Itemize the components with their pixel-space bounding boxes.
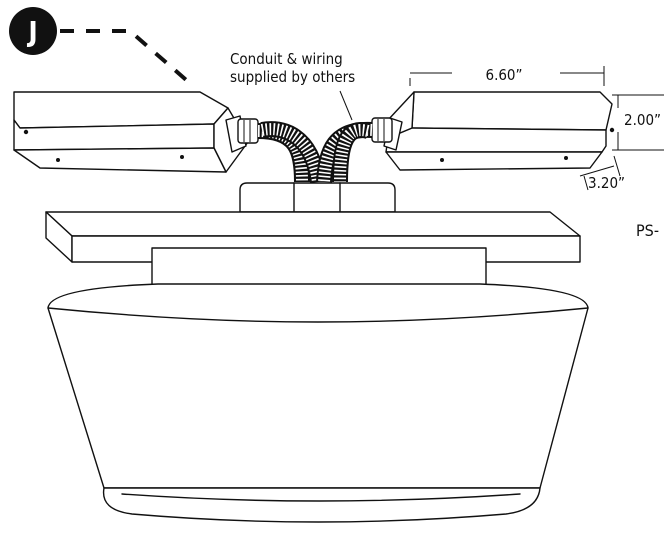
badge-circle <box>9 7 57 55</box>
callout-leader-line <box>60 29 194 87</box>
right-box-top <box>411 91 613 131</box>
junction-box <box>239 182 396 213</box>
right-box-front <box>385 127 607 153</box>
right-box-screw <box>609 127 615 133</box>
callout-badge: J <box>9 7 57 55</box>
left-box-screw <box>23 129 29 135</box>
left-box-screw <box>56 158 60 162</box>
width-dimension: 6.60” <box>409 66 605 86</box>
right-box-screw <box>564 156 568 160</box>
lamp-shade <box>47 283 589 523</box>
lamp-diffuser <box>102 487 541 523</box>
badge-letter: J <box>26 15 37 48</box>
fixture-collar <box>151 247 487 291</box>
left-flex-conduit <box>257 121 326 184</box>
left-fitting-body <box>237 118 259 144</box>
left-box-screw <box>180 155 184 159</box>
wiring-note-line1: Conduit & wiring <box>230 50 343 68</box>
wiring-note-line2: supplied by others <box>230 68 355 86</box>
right-fitting-body <box>371 117 393 143</box>
height-dimension: 2.00” <box>612 94 664 151</box>
width-dimension-label: 6.60” <box>485 66 522 84</box>
right-flex-conduit <box>316 121 373 183</box>
left-driver-box <box>13 91 249 173</box>
right-conduit-fitting <box>371 117 403 151</box>
right-box-bottom <box>385 151 603 171</box>
depth-dimension-label: 3.20” <box>588 174 625 192</box>
left-conduit-fitting <box>225 115 259 153</box>
lamp-shade-rim <box>47 307 589 323</box>
side-label: PS- <box>636 221 659 240</box>
right-driver-box <box>385 91 615 171</box>
wiring-note-pointer <box>339 90 353 121</box>
lamp-diffuser-lip <box>121 493 521 502</box>
ceiling-plate-top <box>45 211 581 237</box>
right-box-screw <box>440 158 444 162</box>
depth-dimension: 3.20” <box>579 155 625 192</box>
left-box-bottom <box>13 147 227 173</box>
lamp-shade-body <box>47 283 589 489</box>
height-dimension-label: 2.00” <box>624 111 661 129</box>
left-box-top <box>13 91 229 129</box>
